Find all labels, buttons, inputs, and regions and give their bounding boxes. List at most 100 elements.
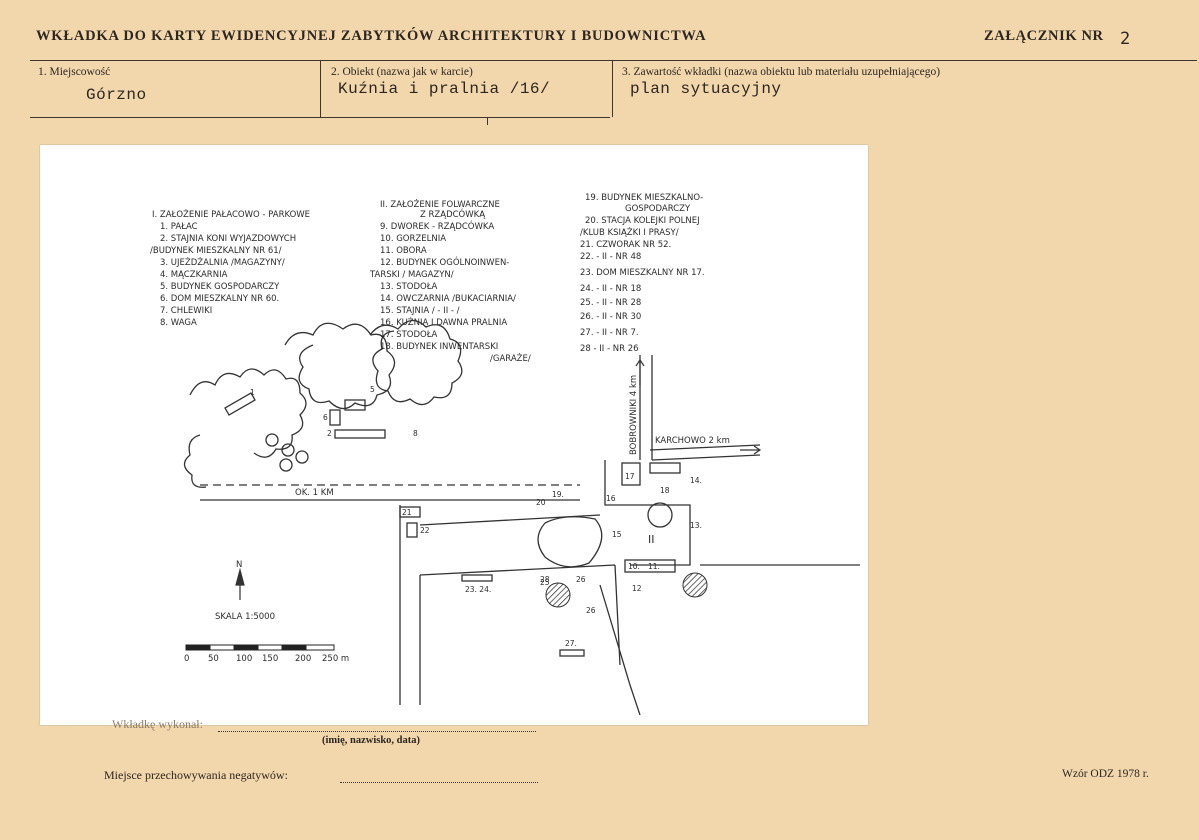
author-caption: (imię, nazwisko, data) — [322, 735, 420, 746]
building-21 — [399, 506, 421, 518]
object-value: Kuźnia i pralnia /16/ — [338, 80, 551, 98]
grove-hatched-1 — [545, 582, 571, 608]
plan-number-5: 5 — [370, 385, 375, 394]
yard-circle — [647, 502, 673, 528]
arrow-up — [635, 358, 645, 385]
pond-outline — [537, 516, 603, 568]
round-tree-4 — [279, 458, 293, 472]
field-divider-2 — [612, 61, 613, 117]
legend-2-line-14: /GARAŻE/ — [490, 353, 531, 364]
building-6 — [329, 409, 341, 426]
plan-number-25: 25 — [540, 578, 550, 587]
plan-number-26: 26 — [576, 575, 586, 584]
road-right-2 — [651, 454, 761, 461]
legend-3-line-10: 26. - II - NR 30 — [580, 312, 641, 322]
legend-1-line-1: I. ZAŁOŻENIE PAŁACOWO - PARKOWE — [152, 209, 310, 220]
park-tree-outline-3 — [369, 319, 463, 406]
scale-bar-seg-3 — [281, 644, 307, 651]
form-code: Wzór ODZ 1978 r. — [1062, 768, 1149, 780]
plan-number-15: 15 — [612, 530, 622, 539]
legend-2-line-11: 16. KUŹNIA I DAWNA PRALNIA — [380, 316, 507, 328]
building-27 — [559, 649, 585, 657]
legend-1-line-2: 1. PAŁAC — [160, 222, 198, 232]
scale-bar-seg-2 — [233, 644, 259, 651]
plan-number-23-24: 23. 24. — [465, 585, 491, 594]
field-tick — [487, 117, 488, 125]
building-23-24 — [461, 574, 493, 582]
legend-3-line-4: /KLUB KSIĄŻKI I PRASY/ — [580, 227, 679, 238]
plan-number-6: 6 — [323, 413, 328, 422]
legend-1-line-10: 8. WAGA — [160, 318, 197, 328]
building-18 — [649, 462, 681, 474]
legend-2-line-4: 10. GORZELNIA — [380, 234, 446, 244]
storage-dotted-line — [340, 782, 538, 783]
author-dotted-line — [218, 731, 536, 732]
plan-number-21: 21 — [402, 508, 412, 517]
scale-tick-50: 50 — [208, 654, 219, 664]
building-17 — [621, 462, 641, 486]
plan-number-11: 11. — [648, 562, 660, 571]
plan-number-18: 18 — [660, 486, 670, 495]
legend-1-line-4: /BUDYNEK MIESZKALNY NR 61/ — [150, 246, 282, 256]
legend-2-line-2: Z RZĄDCÓWKĄ — [420, 208, 485, 220]
content-value: plan sytuacyjny — [630, 80, 782, 98]
road-loop — [399, 505, 641, 716]
legend-3-line-7: 23. DOM MIESZKALNY NR 17. — [580, 268, 705, 278]
author-handwriting-faint — [520, 703, 526, 719]
plan-number-13: 13. — [690, 521, 702, 530]
plan-number-2: 2 — [327, 429, 332, 438]
round-tree-2 — [281, 443, 295, 457]
plan-number-19: 19. — [552, 490, 564, 499]
legend-1-line-3: 2. STAJNIA KONI WYJAZDOWYCH — [160, 234, 296, 244]
legend-3-line-5: 21. CZWORAK NR 52. — [580, 240, 671, 250]
legend-3-line-2: GOSPODARCZY — [625, 204, 691, 214]
scale-tick-200: 200 — [295, 654, 311, 664]
plan-number-16: 16 — [606, 494, 616, 503]
field-divider-1 — [320, 61, 321, 117]
legend-1-line-6: 4. MĄCZKARNIA — [160, 270, 228, 280]
legend-3-line-9: 25. - II - NR 28 — [580, 298, 641, 308]
plan-number-17: 17 — [625, 472, 635, 481]
fields-rule — [30, 117, 610, 118]
building-5 — [344, 399, 366, 411]
legend-2-line-13: 18. BUDYNEK INWENTARSKI — [380, 342, 498, 352]
legend-2-line-9: 14. OWCZARNIA /BUKACIARNIA/ — [380, 294, 516, 304]
annex-label: ZAŁĄCZNIK NR — [984, 28, 1104, 44]
annex-number: 2 — [1120, 29, 1131, 49]
road-vertical-label: BOBROWNIKI 4 km — [629, 375, 639, 455]
round-tree-1 — [265, 433, 279, 447]
legend-2-line-6: 12. BUDYNEK OGÓLNOINWEN- — [380, 256, 509, 268]
content-label: 3. Zawartość wkładki (nazwa obiektu lub … — [622, 66, 941, 78]
park-tree-outline-2 — [284, 322, 396, 410]
legend-3-line-1: 19. BUDYNEK MIESZKALNO- — [585, 193, 703, 203]
plan-number-8: 8 — [413, 429, 418, 438]
scale-tick-150: 150 — [262, 654, 278, 664]
legend-2-line-12: 17. STODOŁA — [380, 330, 438, 340]
author-label: Wkładkę wykonał: — [112, 717, 203, 731]
road-yard — [604, 460, 691, 566]
legend-3-line-8: 24. - II - NR 18 — [580, 284, 641, 294]
legend-1-line-9: 7. CHLEWIKI — [160, 306, 212, 316]
building-22 — [406, 522, 418, 538]
building-2 — [334, 429, 386, 439]
north-label: N — [236, 560, 242, 570]
round-tree-3 — [295, 450, 309, 464]
road-right-label: KARCHOWO 2 km — [655, 436, 730, 446]
arrow-right — [740, 445, 762, 455]
legend-1-line-7: 5. BUDYNEK GOSPODARCZY — [160, 282, 280, 292]
scale-bar-seg-1 — [185, 644, 211, 651]
legend-2-line-3: 9. DWOREK - RZĄDCÓWKA — [380, 220, 494, 232]
building-10-11 — [624, 559, 676, 573]
site-plan-photo: I. ZAŁOŻENIE PAŁACOWO - PARKOWE 1. PAŁAC… — [40, 145, 868, 725]
legend-3-line-11: 27. - II - NR 7. — [580, 328, 639, 338]
scale-label: SKALA 1:5000 — [215, 612, 275, 622]
grove-hatched-2 — [682, 572, 708, 598]
legend-2-line-5: 11. OBORA — [380, 246, 427, 256]
north-arrow — [235, 567, 245, 600]
plan-number-27: 27. — [565, 639, 577, 648]
header-rule — [30, 60, 1197, 61]
scale-tick-250: 250 m — [322, 654, 349, 664]
building-1 — [224, 392, 256, 416]
legend-3-line-6: 22. - II - NR 48 — [580, 252, 641, 262]
storage-label: Miejsce przechowywania negatywów: — [104, 768, 288, 782]
